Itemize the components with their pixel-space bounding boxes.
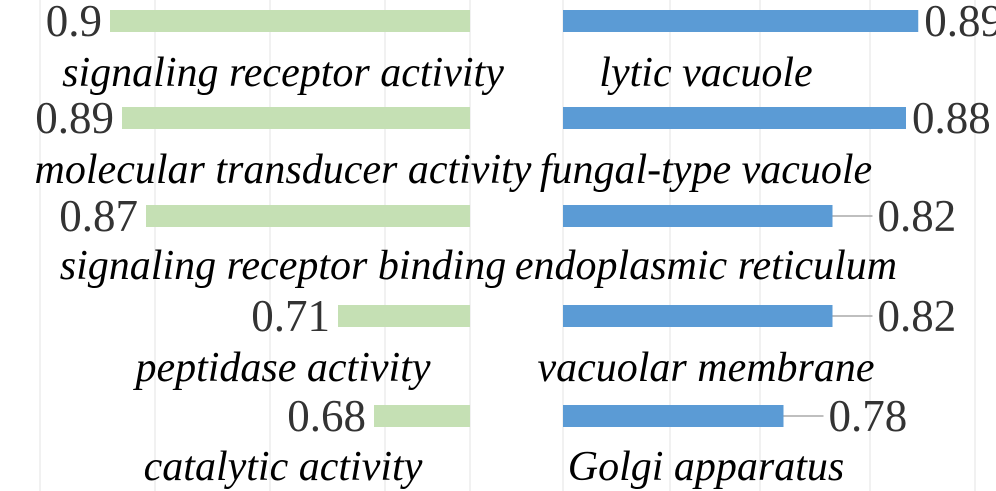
right-value-label: 0.82	[878, 191, 957, 241]
right-value-label: 0.82	[878, 291, 957, 341]
left-bar	[338, 305, 470, 327]
right-bar	[563, 405, 784, 427]
right-bar	[563, 305, 833, 327]
left-bar	[122, 107, 470, 129]
left-value-label: 0.87	[59, 191, 138, 241]
left-category-label: signaling receptor binding	[60, 243, 506, 289]
left-value-label: 0.89	[35, 93, 114, 143]
left-category-label: peptidase activity	[132, 345, 430, 391]
left-category-label: catalytic activity	[144, 444, 423, 490]
right-category-label: Golgi apparatus	[568, 444, 845, 490]
left-value-label: 0.71	[251, 291, 330, 341]
left-category-label: signaling receptor activity	[62, 50, 504, 96]
right-category-label: endoplasmic reticulum	[515, 243, 897, 289]
right-category-label: fungal-type vacuole	[540, 147, 872, 193]
left-bar	[110, 10, 470, 32]
left-value-label: 0.9	[46, 0, 102, 46]
right-category-label: lytic vacuole	[599, 50, 812, 96]
right-value-label: 0.88	[912, 93, 991, 143]
right-value-label: 0.78	[829, 391, 908, 441]
right-bar	[563, 205, 833, 227]
right-bar	[563, 107, 906, 129]
right-bar	[563, 10, 919, 32]
left-value-label: 0.68	[287, 391, 366, 441]
left-bar	[374, 405, 470, 427]
right-value-label: 0.89	[924, 0, 996, 46]
right-category-label: vacuolar membrane	[537, 345, 874, 391]
left-category-label: molecular transducer activity	[35, 147, 532, 193]
left-bar	[146, 205, 470, 227]
